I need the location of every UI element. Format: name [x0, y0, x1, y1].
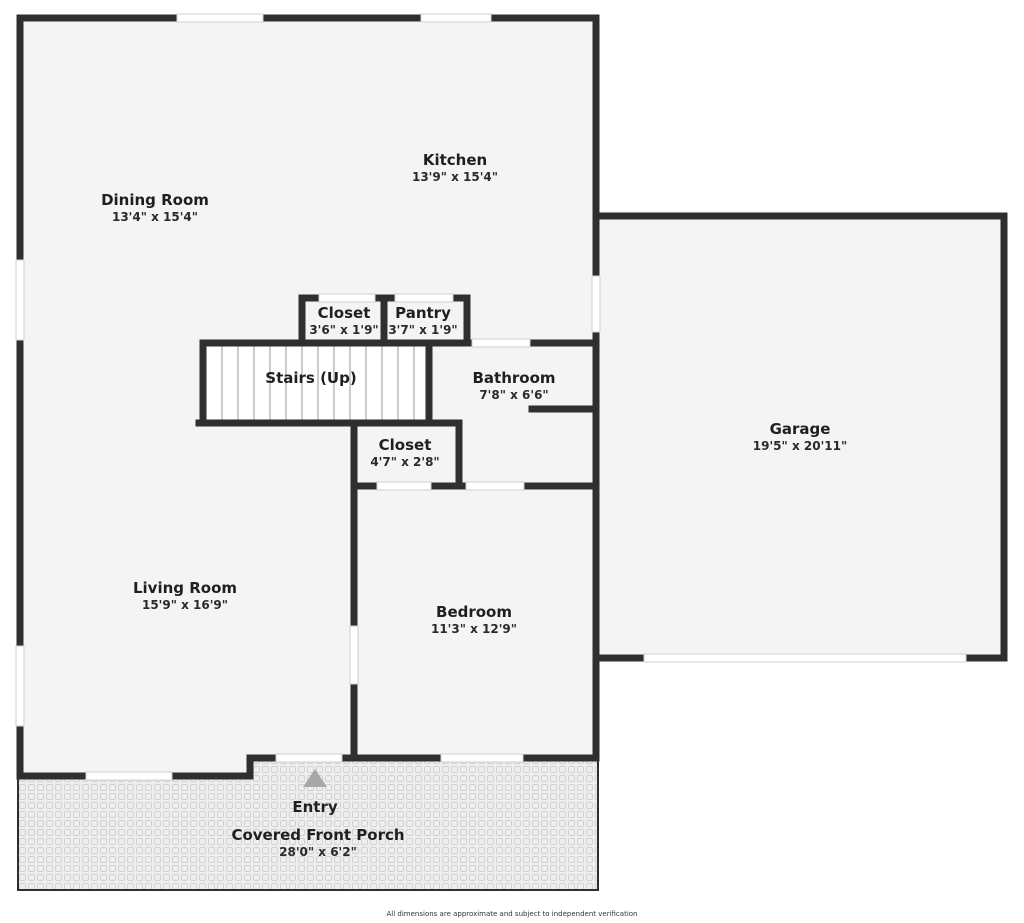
stairs-treads [205, 346, 429, 420]
entry-label: Entry [292, 798, 337, 817]
bathroom-label: Bathroom 7'8" x 6'6" [472, 369, 555, 403]
closet-1-label: Closet 3'6" x 1'9" [309, 304, 378, 338]
garage-dims: 19'5" x 20'11" [752, 439, 848, 453]
entry-arrow-icon [303, 769, 327, 787]
dining-room-label: Dining Room 13'4" x 15'4" [101, 191, 209, 225]
pantry-name: Pantry [395, 304, 451, 322]
stairs-name: Stairs (Up) [265, 369, 357, 387]
garage-name: Garage [769, 420, 831, 438]
stairs-label: Stairs (Up) [265, 369, 356, 388]
dining-room-dims: 13'4" x 15'4" [111, 210, 199, 224]
pantry-label: Pantry 3'7" x 1'9" [388, 304, 457, 338]
bedroom-name: Bedroom [436, 603, 512, 621]
disclaimer-text: All dimensions are approximate and subje… [386, 910, 638, 918]
closet-2-label: Closet 4'7" x 2'8" [370, 436, 439, 470]
bathroom-name: Bathroom [472, 369, 556, 387]
garage-label: Garage 19'5" x 20'11" [753, 420, 847, 454]
kitchen-label: Kitchen 13'9" x 15'4" [412, 151, 498, 185]
kitchen-name: Kitchen [422, 151, 488, 169]
closet-2-dims: 4'7" x 2'8" [370, 455, 440, 469]
porch-label: Covered Front Porch 28'0" x 6'2" [231, 826, 404, 860]
dining-room-name: Dining Room [101, 191, 209, 209]
openings [15, 13, 967, 781]
living-room-dims: 15'9" x 16'9" [141, 598, 229, 612]
closet-1-dims: 3'6" x 1'9" [309, 323, 379, 337]
entry-name: Entry [292, 798, 338, 816]
garage-floor [598, 218, 1004, 658]
porch-name: Covered Front Porch [231, 826, 405, 844]
kitchen-dims: 13'9" x 15'4" [411, 170, 499, 184]
closet-2-name: Closet [378, 436, 432, 454]
bathroom-dims: 7'8" x 6'6" [479, 388, 549, 402]
closet-1-name: Closet [317, 304, 371, 322]
living-room-name: Living Room [132, 579, 238, 597]
bedroom-label: Bedroom 11'3" x 12'9" [431, 603, 517, 637]
living-room-label: Living Room 15'9" x 16'9" [133, 579, 237, 613]
porch-dims: 28'0" x 6'2" [279, 845, 357, 859]
bedroom-dims: 11'3" x 12'9" [430, 622, 518, 636]
pantry-dims: 3'7" x 1'9" [388, 323, 458, 337]
